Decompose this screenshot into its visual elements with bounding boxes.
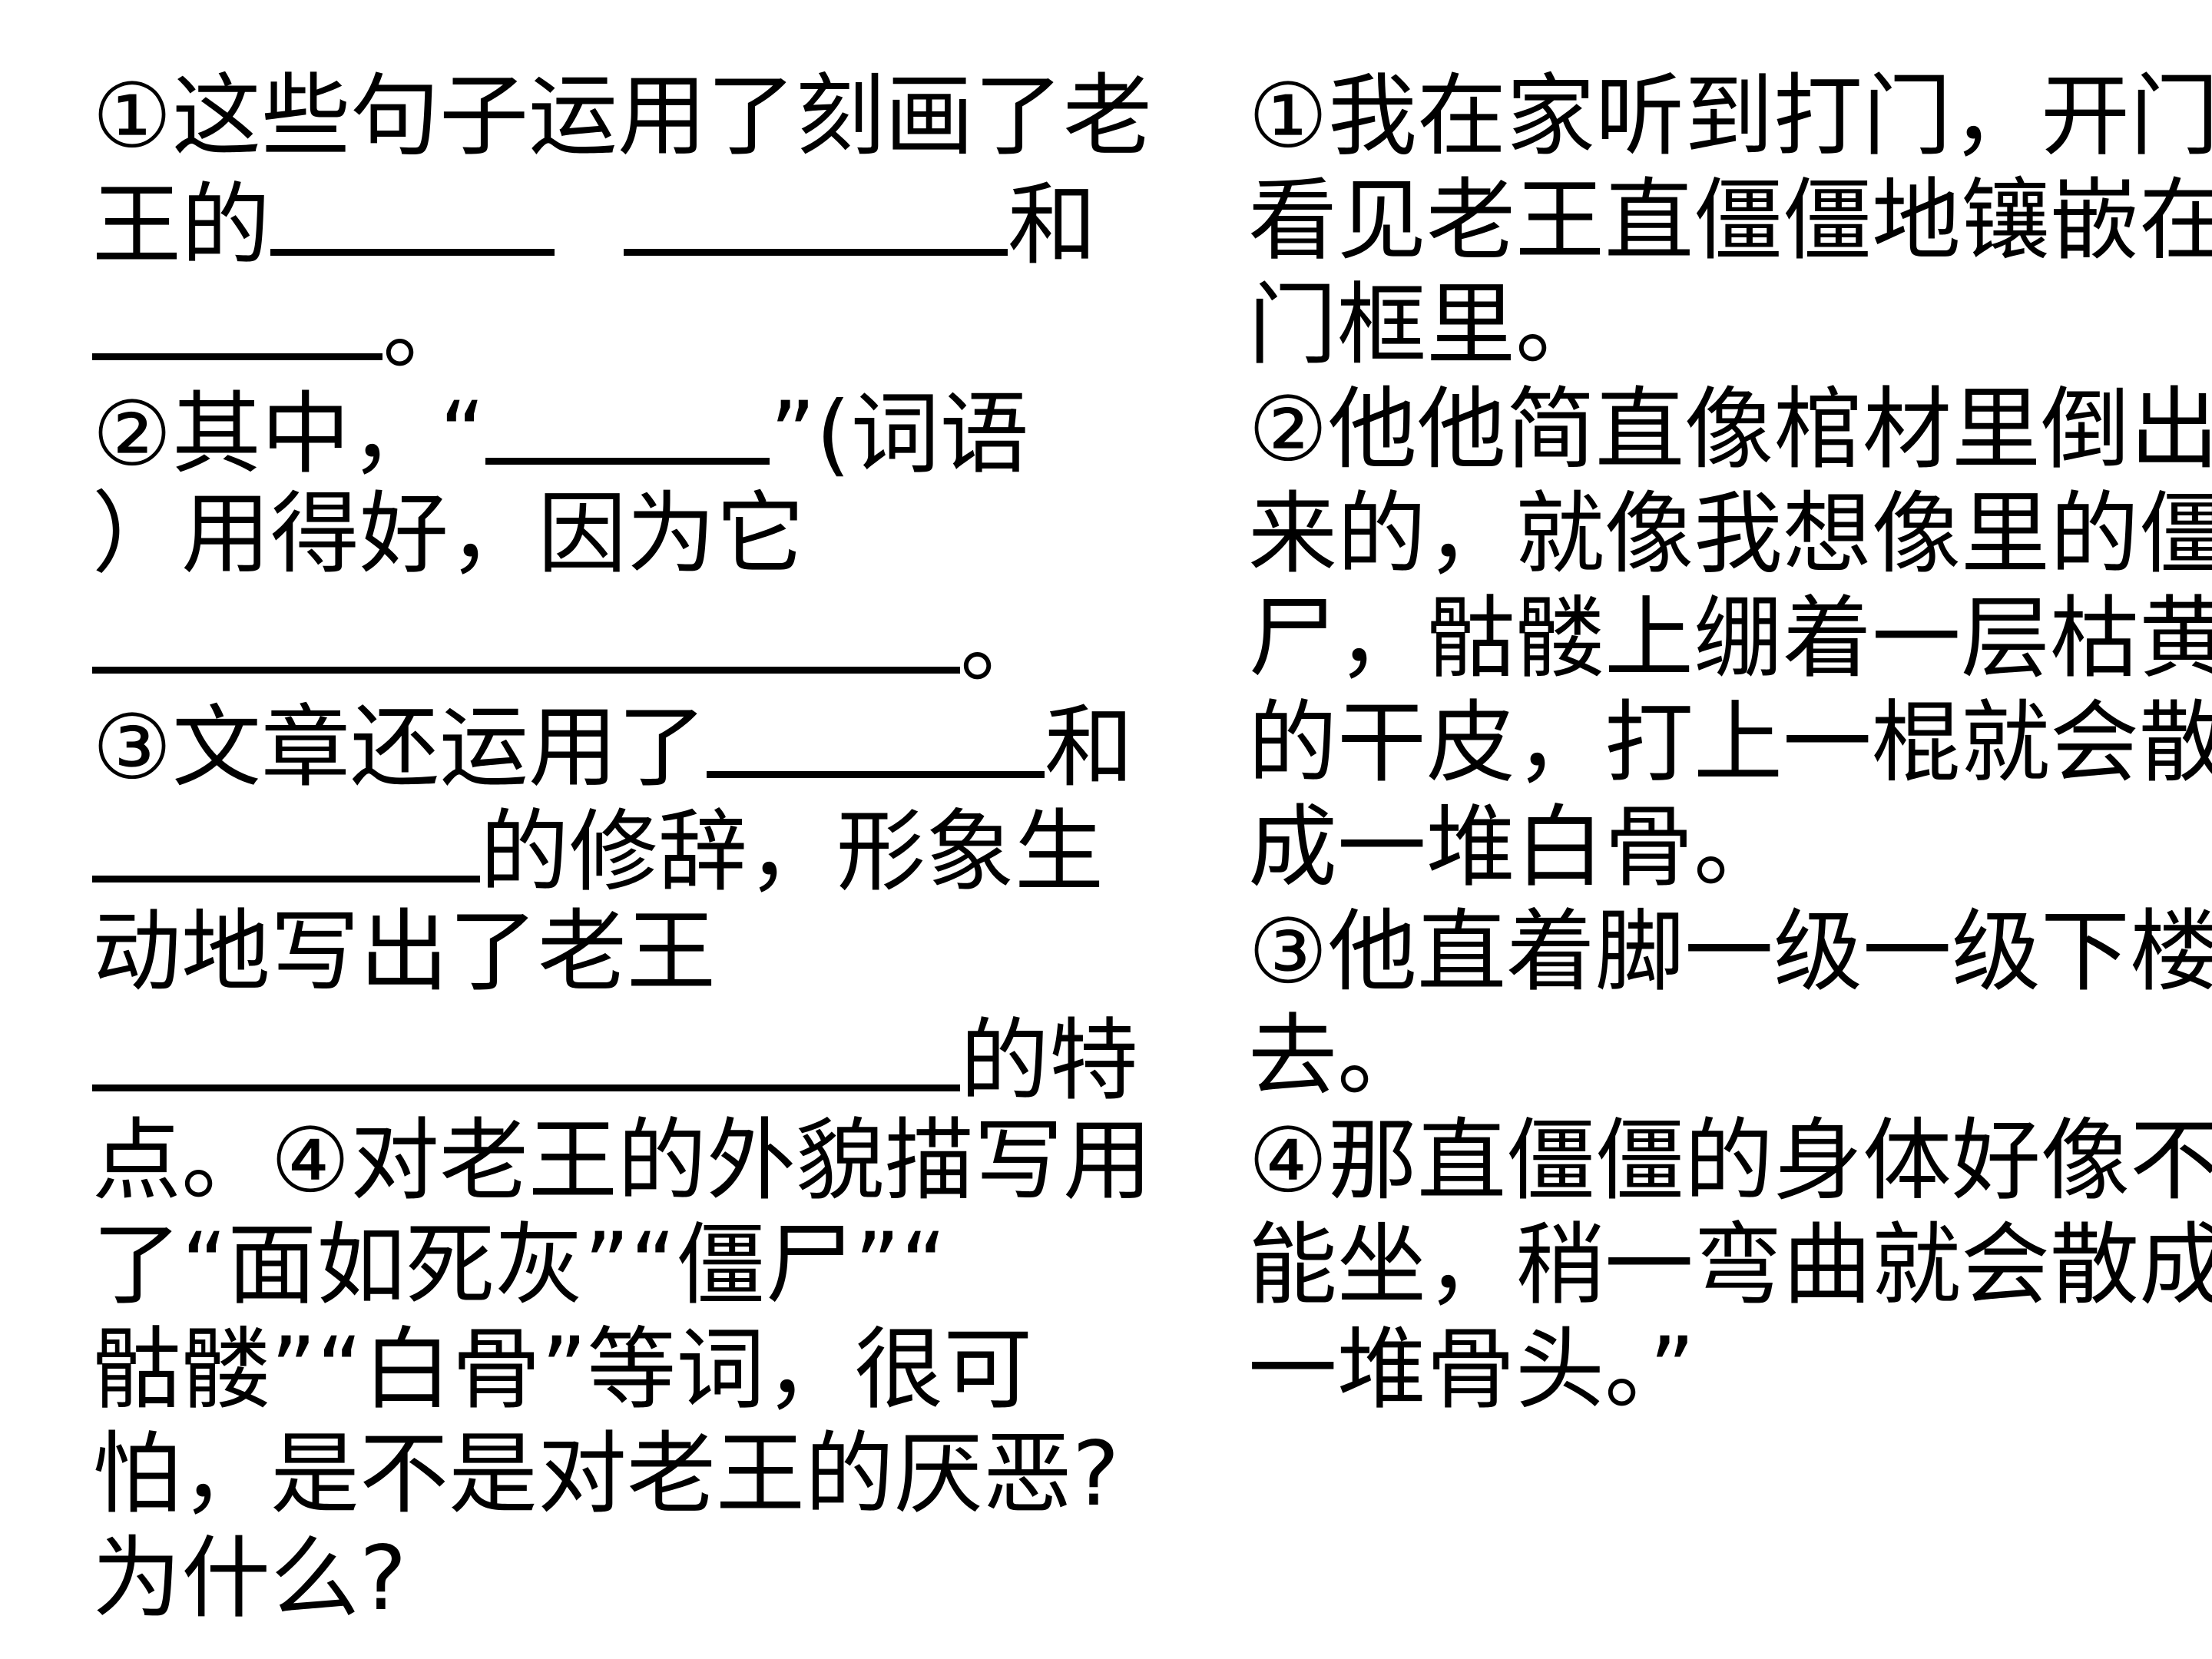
excerpt-line: 来的，就像我想像里的僵 bbox=[1248, 482, 2212, 586]
excerpt-line: 成一堆白骨。 bbox=[1248, 796, 1783, 899]
answer-blank[interactable] bbox=[92, 273, 382, 360]
answer-blank[interactable] bbox=[624, 169, 1008, 256]
question-2-line-3: 。 bbox=[92, 587, 1152, 695]
question-4-line-5: 为什么? bbox=[92, 1527, 1152, 1631]
question-4-line-4: 怕，是不是对老王的厌恶? bbox=[92, 1422, 1152, 1527]
question-1-line-3: 。 bbox=[92, 273, 1152, 382]
excerpt-line: 的干皮，打上一棍就会散 bbox=[1248, 691, 2212, 795]
excerpt-column: ①我在家听到打门，开门 看见老王直僵僵地镶嵌在 门框里。 ②他他简直像棺材里倒出… bbox=[1248, 65, 2212, 1422]
excerpt-line: 去。 bbox=[1248, 1005, 1426, 1108]
question-4-line-1: 点。④对老王的外貌描写用 bbox=[92, 1109, 1152, 1214]
period: 。 bbox=[382, 278, 472, 382]
excerpt-line: ③他直着脚一级一级下楼 bbox=[1248, 900, 2212, 1004]
answer-blank[interactable] bbox=[485, 378, 770, 465]
question-2-line-1: ②其中，“ ”(词语 bbox=[92, 378, 1152, 486]
question-4-text: 了“面如死灰”“僵尸”“ bbox=[92, 1214, 947, 1317]
question-4-text: 为什么? bbox=[92, 1527, 407, 1631]
question-3-line-2: 的修辞，形象生 bbox=[92, 796, 1152, 904]
question-3-text: 的修辞，形象生 bbox=[480, 800, 1104, 904]
question-3-line-4: 的特 bbox=[92, 1005, 1152, 1113]
excerpt-line: 一堆骨头。” bbox=[1248, 1318, 1696, 1422]
excerpt-line: 门框里。 bbox=[1248, 273, 1604, 377]
question-2-text: ）用得好，因为它 bbox=[92, 482, 805, 586]
excerpt-line: ①我在家听到打门，开门 bbox=[1248, 65, 2212, 168]
answer-blank[interactable] bbox=[270, 169, 555, 256]
excerpt-line: ④那直僵僵的身体好像不 bbox=[1248, 1109, 2212, 1213]
answer-blank[interactable] bbox=[92, 587, 960, 674]
question-1-line-2: 王的 和 bbox=[92, 169, 1152, 277]
answer-blank[interactable] bbox=[707, 691, 1045, 778]
question-1-line-1: ①这些句子运用了刻画了老 bbox=[92, 65, 1152, 169]
question-1-text: 王的 bbox=[92, 174, 270, 277]
answer-blank[interactable] bbox=[92, 796, 480, 882]
period: 。 bbox=[960, 591, 1049, 695]
question-4-line-2: 了“面如死灰”“僵尸”“ bbox=[92, 1214, 1152, 1318]
question-2-line-2: ）用得好，因为它 bbox=[92, 482, 1152, 587]
question-3-text: ③文章还运用了 bbox=[92, 696, 707, 800]
question-3-line-3: 动地写出了老王 bbox=[92, 900, 1152, 1005]
question-1-text: 和 bbox=[1008, 174, 1097, 277]
question-4-text: 点。④对老王的外貌描写用 bbox=[92, 1109, 1152, 1213]
question-4-text: 骷髅”“白骨”等词，很可 bbox=[92, 1318, 1033, 1422]
question-3-text: 的特 bbox=[960, 1009, 1138, 1113]
question-1-text: ①这些句子运用了刻画了老 bbox=[92, 65, 1152, 168]
excerpt-line: 尸，骷髅上绷着一层枯黄 bbox=[1248, 587, 2212, 690]
question-3-line-1: ③文章还运用了 和 bbox=[92, 691, 1152, 800]
answer-blank[interactable] bbox=[92, 1005, 960, 1091]
question-2-text: ”(词语 bbox=[770, 382, 1029, 486]
question-4-text: 怕，是不是对老王的厌恶? bbox=[92, 1422, 1120, 1526]
excerpt-line: 看见老王直僵僵地镶嵌在 bbox=[1248, 169, 2212, 273]
excerpt-line: ②他他简直像棺材里倒出 bbox=[1248, 378, 2212, 482]
question-3-text: 动地写出了老王 bbox=[92, 900, 716, 1004]
question-2-text: ②其中，“ bbox=[92, 382, 486, 486]
excerpt-line: 能坐，稍一弯曲就会散成 bbox=[1248, 1214, 2212, 1317]
question-3-text: 和 bbox=[1045, 696, 1134, 800]
questions-column: ①这些句子运用了刻画了老 王的和 。 ②其中，“”(词语 ）用得好，因为它 。 … bbox=[92, 65, 1152, 1631]
question-4-line-3: 骷髅”“白骨”等词，很可 bbox=[92, 1318, 1152, 1422]
